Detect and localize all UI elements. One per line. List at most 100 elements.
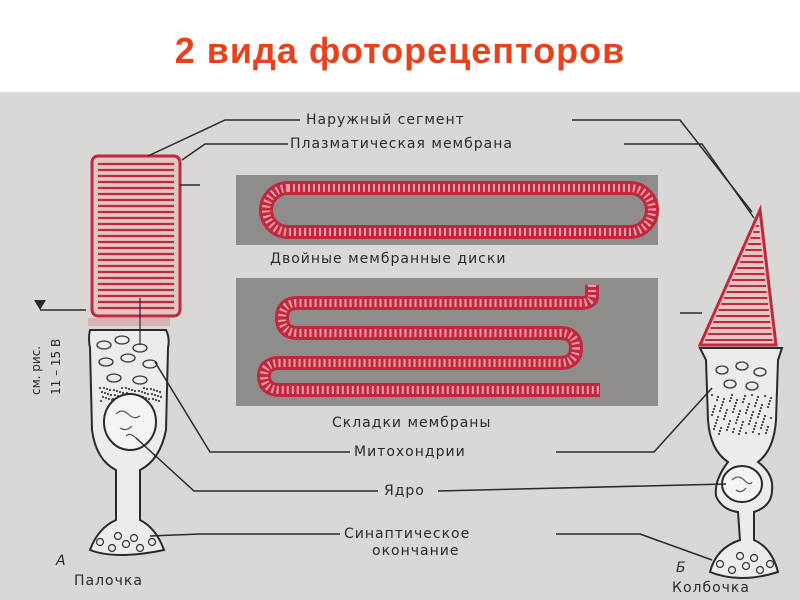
cone-granule [750, 413, 754, 417]
rod-granule [121, 391, 125, 395]
label-outer-segment: Наружный сегмент [306, 112, 465, 128]
rod-granule [150, 392, 154, 396]
leader-lines [40, 119, 755, 561]
cone-granule [728, 419, 732, 423]
rod-mitochondrion [120, 353, 136, 363]
cone-granule [731, 410, 735, 414]
cone-granule [723, 414, 727, 418]
cone-granule [762, 417, 766, 421]
label-rod: Палочка [74, 573, 143, 589]
rod-mitochondrion [114, 335, 130, 345]
cone-vesicle [715, 559, 725, 569]
cone-vesicle [755, 565, 765, 575]
label-cone: Колбочка [672, 580, 750, 596]
label-synaptic-2: окончание [372, 543, 459, 559]
rod-granule [155, 389, 159, 393]
cone-granule [757, 432, 761, 436]
cone-granule [732, 407, 736, 411]
cone-granule [737, 412, 741, 416]
cone-granule [752, 427, 756, 431]
cone-granule [741, 400, 745, 404]
cone-granule [716, 415, 720, 419]
rod-mitochondrion [98, 357, 114, 367]
cone-granule [766, 405, 770, 409]
cone-vesicle [727, 565, 737, 575]
cone-granule [753, 424, 757, 428]
label-letter-a: А [55, 553, 67, 569]
cone-chromatin [731, 476, 753, 493]
cone-granule [759, 426, 763, 430]
cone-granule [751, 410, 755, 414]
rod-granule [154, 398, 158, 402]
rod-granule [104, 396, 108, 400]
rod-granule [102, 386, 106, 390]
rod-granule [159, 395, 163, 399]
cone-vesicle [735, 551, 745, 561]
rod-granule [149, 387, 153, 391]
cone-granule [726, 425, 730, 429]
rod-mitochondrion [96, 340, 112, 350]
cone-granule [747, 422, 751, 426]
cone-granule [710, 393, 714, 397]
cone-vesicle [765, 559, 775, 569]
rod-granule [100, 390, 104, 394]
cone-granule [730, 393, 734, 397]
label-nucleus: Ядро [384, 483, 425, 499]
cone-granule [745, 408, 749, 412]
cone-granule [715, 398, 719, 402]
cone-granule [768, 399, 772, 403]
cone-granule [763, 414, 767, 418]
cone-granule [746, 405, 750, 409]
rod-granule [107, 397, 111, 401]
cone-granule [744, 411, 748, 415]
cone-granule [767, 402, 771, 406]
rod-granule [153, 393, 157, 397]
cone-outer-segment [697, 204, 778, 347]
cone-granule [741, 420, 745, 424]
cone-granule [765, 428, 769, 432]
cone-granule [715, 418, 719, 422]
rod-mitochondrion [106, 373, 122, 383]
cone-granule [757, 412, 761, 416]
cone-granule [712, 427, 716, 431]
label-plasma-membrane: Плазматическая мембрана [290, 136, 513, 152]
cone-granule [724, 411, 728, 415]
rod-granule [118, 390, 122, 394]
rod-granule [101, 395, 105, 399]
rod-granule [115, 389, 119, 393]
rod-granule [145, 387, 149, 391]
cone-granule [749, 416, 753, 420]
cone-granule [727, 422, 731, 426]
cone-granule [747, 402, 751, 406]
label-synaptic-1: Синаптическое [344, 526, 470, 542]
cone-granule [751, 430, 755, 434]
cone-mitochondrion [745, 381, 759, 391]
label-double-discs: Двойные мембранные диски [270, 251, 506, 267]
rod-cell [88, 154, 200, 556]
cone-granule [748, 419, 752, 423]
rod-granule [137, 389, 141, 393]
cone-granule [755, 398, 759, 402]
cone-granule [720, 403, 724, 407]
cone-granule [728, 399, 732, 403]
rod-granule [133, 389, 137, 393]
cone-vesicle [741, 561, 751, 571]
rod-vesicle [135, 543, 145, 553]
rod-granule [113, 393, 117, 397]
cone-granule [711, 410, 715, 414]
cone-granule [753, 404, 757, 408]
leader-nucleus-cone [437, 483, 727, 492]
rod-granule [109, 393, 113, 397]
cone-granule [756, 415, 760, 419]
cone-granule [739, 426, 743, 430]
cone-granule [750, 393, 754, 397]
rod-granule [99, 399, 103, 403]
cone-mitochondrion [715, 365, 729, 375]
cone-mitochondrion [735, 361, 749, 371]
rod-granule [143, 391, 147, 395]
cone-cell [680, 204, 784, 579]
cone-inner-segment [698, 347, 784, 579]
cone-granule [733, 404, 737, 408]
cone-granule [769, 396, 773, 400]
cone-granule [735, 398, 739, 402]
